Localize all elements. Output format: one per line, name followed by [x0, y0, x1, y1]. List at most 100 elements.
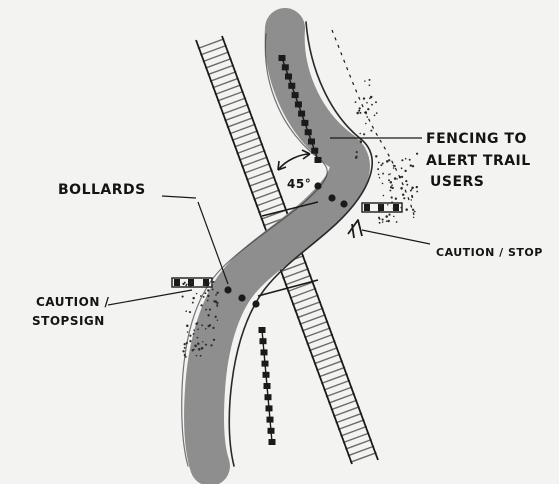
fence-post — [260, 349, 268, 356]
stipple-top — [354, 78, 378, 159]
stop-sign-post — [378, 204, 384, 211]
stipple-dot — [378, 176, 381, 179]
stipple-dot — [214, 300, 217, 303]
fence-post — [294, 101, 302, 108]
stipple-dot — [199, 295, 202, 297]
railroad-tie — [284, 274, 312, 286]
railroad-track — [195, 35, 379, 465]
railroad-tie — [318, 366, 346, 378]
stipple-dot — [201, 341, 204, 343]
stipple-dot — [388, 159, 391, 162]
railroad-tie — [342, 432, 370, 444]
stipple-dot — [205, 308, 208, 311]
stipple-dot — [200, 346, 204, 350]
stipple-dot — [391, 184, 393, 187]
stipple-dot — [370, 129, 373, 132]
stipple-dot — [388, 179, 390, 182]
railroad-tie — [248, 176, 276, 188]
stipple-dot — [415, 185, 418, 189]
stipple-dot — [181, 295, 184, 298]
railroad-tie — [337, 419, 365, 431]
railroad-tie — [294, 300, 322, 312]
stipple-dot — [403, 197, 406, 200]
stipple-dot — [400, 167, 403, 170]
stipple-dot — [404, 169, 407, 173]
stipple-dot — [359, 132, 361, 135]
railroad-tie — [308, 340, 336, 352]
fence-post — [304, 129, 312, 136]
stipple-dot — [366, 116, 369, 118]
stipple-dot — [405, 179, 408, 183]
stipple-dot — [185, 283, 188, 286]
stipple-dot — [389, 180, 393, 184]
stipple-dot — [389, 186, 393, 189]
railroad-tie — [250, 182, 278, 194]
railroad-tie — [233, 136, 261, 148]
stipple-dot — [211, 288, 214, 291]
stipple-dot — [378, 210, 380, 212]
stipple-dot — [183, 343, 186, 346]
stipple-dot — [387, 219, 390, 223]
stipple-dot — [369, 95, 373, 99]
stipple-dot — [388, 213, 391, 216]
stipple-dot — [404, 157, 407, 160]
railroad-tie — [345, 438, 372, 450]
stipple-dot — [391, 201, 394, 204]
stipple-dot — [390, 196, 393, 199]
angle-arc — [277, 153, 311, 171]
fence-post — [288, 82, 296, 89]
stop-sign-post — [174, 279, 180, 286]
railroad-tie — [229, 123, 256, 135]
stipple-dot — [216, 319, 219, 322]
fence-post — [261, 360, 269, 367]
fence-post — [265, 405, 273, 412]
stipple-dot — [365, 122, 367, 125]
stipple-dot — [207, 324, 210, 328]
railroad-ties — [197, 38, 377, 463]
stipple-dot — [362, 97, 366, 100]
stipple-dot — [385, 215, 388, 218]
railroad-tie — [306, 333, 334, 345]
fence-post — [258, 327, 266, 333]
crossing-line-lower — [257, 279, 319, 297]
fence-post — [263, 383, 271, 389]
stipple-dot — [367, 108, 370, 111]
angle-arrowhead-icon — [277, 160, 287, 171]
stipple-dot — [216, 304, 219, 307]
stipple-dot — [389, 189, 392, 192]
stop-sign-post — [203, 279, 209, 286]
railroad-tie — [282, 268, 310, 280]
railroad-tie — [253, 189, 281, 201]
railroad-tie — [243, 162, 271, 174]
fencing-lower — [258, 327, 276, 445]
railroad-tie — [330, 399, 358, 411]
railroad-tie — [197, 38, 225, 50]
stipple-dot — [378, 221, 381, 224]
caution-right-arrow-icon — [347, 219, 363, 239]
fence-post — [285, 73, 292, 80]
fencing-label-line3: USERS — [430, 174, 484, 190]
stipple-dot — [204, 292, 207, 295]
stipple-dot — [197, 342, 200, 345]
angle-indicator: 45° — [277, 149, 311, 191]
railroad-tie — [209, 70, 237, 82]
stipple-dot — [191, 301, 194, 304]
bollard — [328, 194, 336, 202]
bollards-leader-a — [161, 195, 197, 199]
stipple-dot — [215, 293, 218, 296]
fence-post — [298, 110, 306, 117]
stipple-right — [377, 152, 419, 224]
stipple-dot — [405, 208, 408, 211]
stipple-dot — [208, 308, 212, 311]
stipple-dot — [377, 173, 380, 176]
stipple-left — [181, 280, 219, 358]
stipple-dot — [371, 103, 373, 106]
stipple-dot — [195, 322, 198, 326]
stipple-dot — [207, 314, 210, 317]
stipple-dot — [358, 109, 361, 112]
stipple-dot — [411, 208, 415, 211]
stipple-dot — [364, 80, 366, 82]
caution-right-leader — [361, 229, 431, 245]
trail-body — [184, 8, 370, 484]
